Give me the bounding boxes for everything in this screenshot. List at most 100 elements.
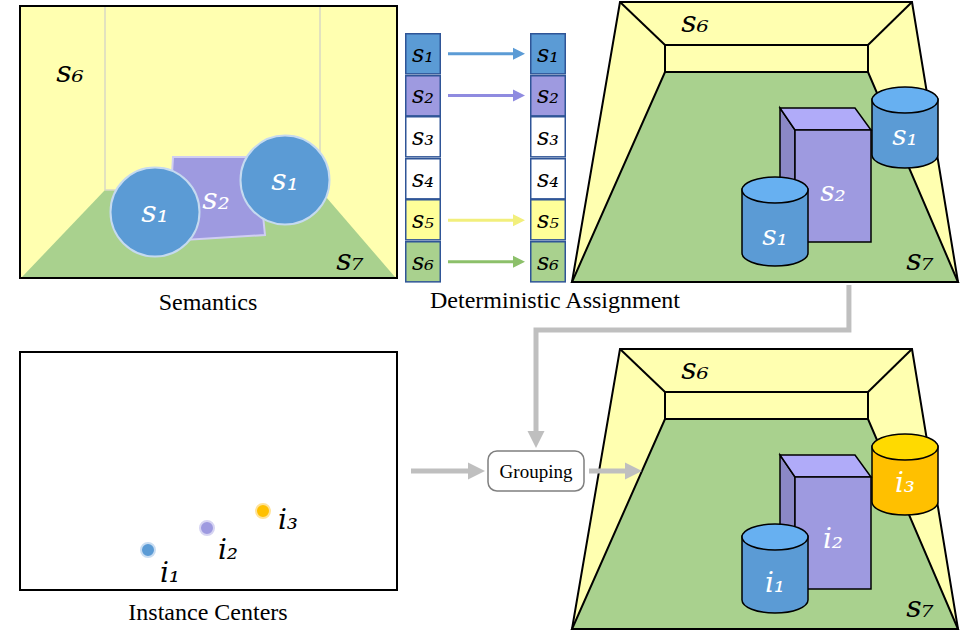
connector-arrow [448,48,525,60]
room-floor [572,72,958,282]
arrow-head [468,463,485,480]
cylinder-object: i₁ [740,523,810,615]
symbol-label: s₁ [762,222,788,250]
cylinder-top [872,87,938,113]
class-slot: s₃ [530,116,566,158]
connector-arrow [589,463,642,480]
symbol-label: i₁ [765,569,785,597]
class-slot: s₆ [530,241,566,283]
room-frame [572,349,958,629]
room-back-wall [665,45,868,72]
scene-3d-panel: s₁ s₂ s₁ s₆ s₇ [640,2,958,282]
symbol-label: s₆ [537,250,559,274]
cylinder-top [872,434,938,460]
symbol-label: i₂ [823,525,843,553]
slot-outline [531,200,566,240]
symbol-label: s₆ [56,57,83,87]
connector-line [448,94,515,97]
connector-line [448,52,515,55]
slot-outline [531,117,566,157]
symbol-label: s₁ [537,42,559,66]
box-top [780,108,871,130]
connector-arrow [448,256,525,268]
symbol-label: s₂ [537,83,559,107]
instance-dot [200,521,214,535]
connector-arrow [448,89,525,101]
instance-label: i₂ [218,536,238,564]
slot-outline [531,159,566,199]
symbol-label: s₃ [412,125,434,149]
scene-3d-panel: i₃i₂i₁s₆s₇ [640,349,958,629]
slot-outline [406,200,441,240]
room-floor [572,419,958,629]
cylinder-top [742,524,808,550]
symbol-label: s₂ [202,184,229,214]
symbol-label: s₆ [412,250,434,274]
slot-outline [531,242,566,282]
symbol-label: s₇ [336,245,363,275]
arrow-head [513,214,525,226]
connector-line [589,469,628,474]
instance-label: i₃ [278,506,298,534]
room-edge [620,349,665,392]
symbol-label: s₁ [412,42,434,66]
arrow-head [513,256,525,268]
semantic-circle: s₁ [239,134,331,226]
class-slot: s₅ [530,199,566,241]
box-top [780,455,871,477]
room-edge [620,2,665,45]
caption-text: Instance Centers [128,600,287,624]
connector-line [448,219,515,222]
class-slot: s₄ [530,158,566,200]
room-back-wall [665,392,868,419]
symbol-label: s₆ [681,7,708,37]
room-frame [572,2,958,282]
instance-image [20,352,397,590]
symbol-label: s₂ [412,83,434,107]
symbol-label: s₁ [141,197,168,227]
instance-dot [141,543,155,557]
room-corner-line [104,7,106,190]
semantics-panel: s₁s₂s₁s₆s₇Semantics [20,6,397,278]
class-slot: s₂ [530,75,566,117]
class-slot: s₂ [405,75,441,117]
room-3d [572,349,958,629]
class-slot: s₄ [405,158,441,200]
instance-panel: Instance Centers [20,352,397,590]
slot-outline [406,159,441,199]
class-slot: s₆ [405,241,441,283]
symbol-label: s₁ [892,122,918,150]
arrow-head [513,89,525,101]
symbol-label: s₆ [681,354,708,384]
symbol-label: i₃ [895,469,915,497]
circle-outline [241,136,330,225]
slot-outline [531,75,566,115]
semantics-wall [20,6,397,278]
arrow-head [528,431,545,448]
arrow-head [513,48,525,60]
grouping-outline [488,451,584,491]
slot-outline [531,34,566,74]
symbol-label: s₃ [537,125,559,149]
arrow-head [625,463,642,480]
symbol-label: s₄ [412,167,434,191]
stage-caption: Deterministic Assignment [430,288,680,312]
room-3d [572,2,958,282]
cylinder-top [742,177,808,203]
connector-line [411,469,471,474]
class-slot: s₃ [405,116,441,158]
class-slot: s₁ [405,33,441,75]
circle-outline [111,168,200,257]
symbol-label: s₂ [820,178,846,206]
cylinder-object: i₃ [870,433,940,517]
caption-text: Semantics [159,290,258,314]
symbol-label: s₅ [537,208,559,232]
slot-outline [406,34,441,74]
symbol-label: s₇ [906,245,933,275]
connector-line [448,260,515,263]
symbol-label: s₅ [412,208,434,232]
semantic-circle: s₁ [109,166,201,258]
class-slot: s₅ [405,199,441,241]
symbol-label: s₁ [271,165,298,195]
